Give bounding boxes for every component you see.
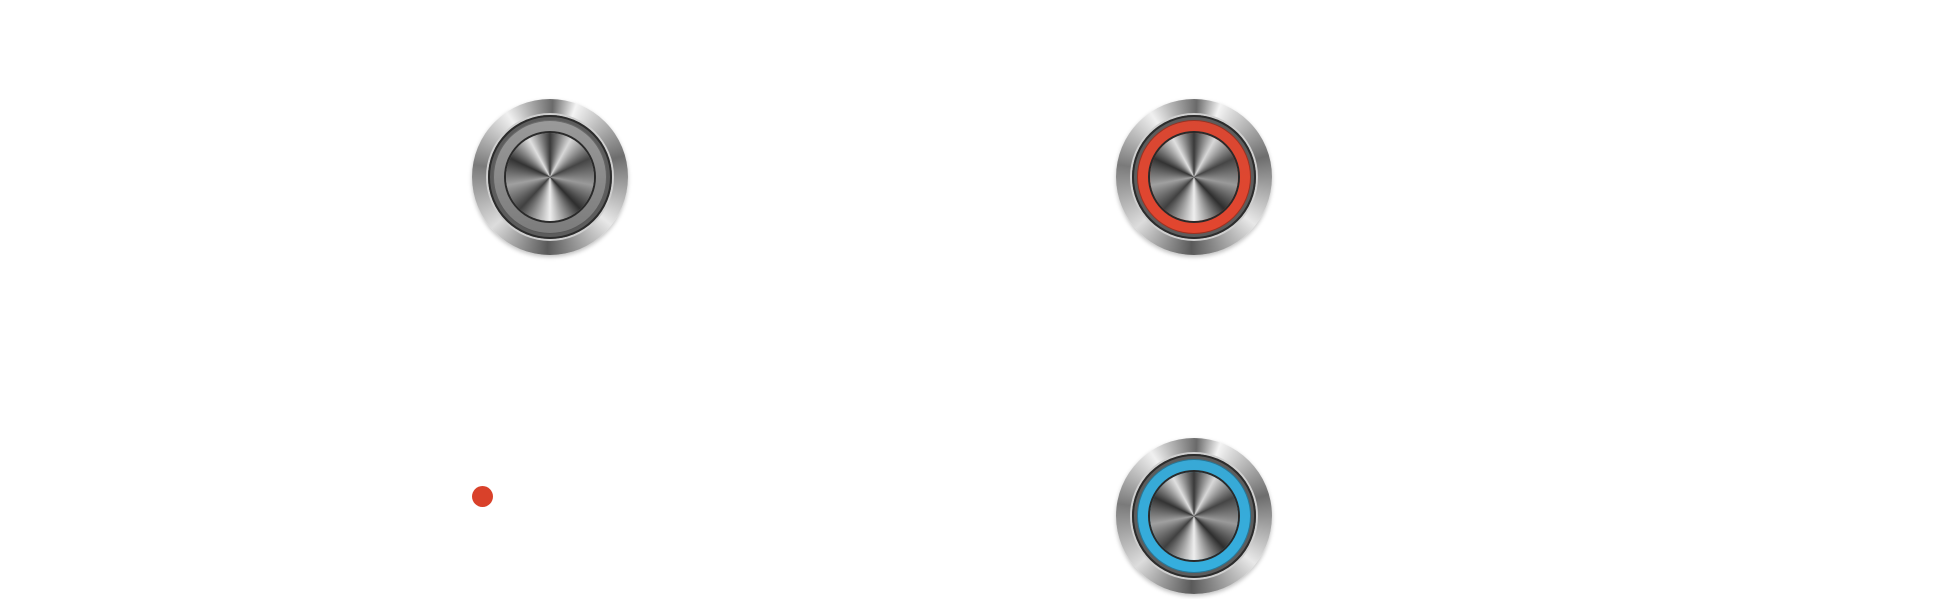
push-button-unlit[interactable] bbox=[472, 99, 628, 255]
indicator-dot-icon bbox=[472, 486, 493, 507]
button-cap bbox=[506, 133, 594, 221]
button-cap bbox=[1150, 472, 1238, 560]
button-cap bbox=[1150, 133, 1238, 221]
push-button-blue[interactable] bbox=[1116, 438, 1272, 594]
push-button-red[interactable] bbox=[1116, 99, 1272, 255]
